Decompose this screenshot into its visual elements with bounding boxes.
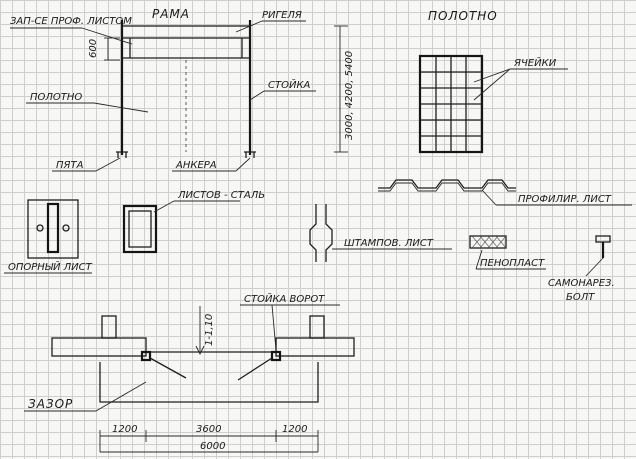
stamped-sheet: ШТАМПОВ. ЛИСТ — [309, 204, 452, 262]
frame-post-label: СТОЙКА — [268, 78, 311, 91]
support-plate-bolt — [36, 224, 44, 232]
frame-dim-top: 600 — [88, 39, 99, 58]
frame-left-foot — [116, 151, 128, 158]
steel-sheet-outer — [122, 204, 158, 254]
panel-cells — [420, 56, 482, 152]
frame-riegel-label: РИГЕЛЯ — [262, 10, 302, 21]
frame-heel-label: ПЯТА — [56, 160, 84, 171]
support-plate-bolt — [62, 224, 70, 232]
plan-center-arrowhead — [195, 345, 205, 356]
frame-right-foot — [244, 151, 256, 158]
frame-top-riegel — [121, 25, 251, 39]
leader-line — [93, 102, 149, 113]
leader-line — [271, 304, 277, 351]
plan-right-wall — [275, 337, 355, 357]
profiled-sheet-label: ПРОФИЛИР. ЛИСТ — [518, 194, 612, 205]
foam-hatch — [471, 235, 507, 249]
plan-apron — [99, 362, 319, 403]
self-tapping-bolt: САМОНАРЕЗ. БОЛТ — [548, 235, 615, 303]
leader-line — [475, 249, 483, 270]
plan-left-column — [101, 315, 117, 339]
steel-sheet-frame: ЛИСТОВ - СТАЛЬ — [122, 190, 265, 254]
stamped-sheet-left — [309, 204, 317, 262]
profiled-sheet-section — [378, 179, 516, 189]
leader-line — [235, 20, 263, 33]
leader-line — [235, 157, 251, 172]
steel-sheet-label: ЛИСТОВ - СТАЛЬ — [177, 190, 265, 201]
panel-grid: ПОЛОТНО ЯЧЕЙКИ — [418, 9, 568, 154]
leader-line — [153, 200, 175, 213]
plan-gate-post-label: СТОЙКА ВОРОТ — [244, 292, 325, 305]
leader-line — [473, 68, 511, 101]
plan-dim-total: 6000 — [200, 441, 225, 452]
leader-line — [95, 381, 147, 412]
foam-sample: ПЕНОПЛАСТ — [469, 235, 546, 270]
leader-line — [481, 189, 497, 206]
frame-canvas-label: ПОЛОТНО — [30, 92, 82, 103]
leader-line — [473, 68, 511, 83]
panel-cells-label: ЯЧЕЙКИ — [513, 56, 557, 69]
leader-line — [249, 90, 265, 101]
profiled-sheet: ПРОФИЛИР. ЛИСТ — [378, 179, 632, 206]
support-plate-label: ОПОРНЫЙ ЛИСТ — [8, 260, 93, 273]
stamped-sheet-right — [325, 204, 333, 262]
bolt-label-line2: БОЛТ — [566, 292, 595, 303]
frame-infill-label: ЗАП-СЕ ПРОФ. ЛИСТОМ — [10, 16, 132, 27]
foam-block — [469, 235, 507, 249]
plan-leaf-left — [149, 357, 187, 379]
plan-view: 1-1,10 СТОЙКА ВОРОТ ЗАЗОР 1200 3600 1200… — [24, 292, 355, 453]
plan-cl-label: 1-1,10 — [204, 314, 215, 346]
bolt-head — [595, 235, 611, 243]
leader-line — [81, 27, 133, 45]
plan-leaf-right — [237, 357, 273, 381]
support-plate: ОПОРНЫЙ ЛИСТ — [4, 199, 93, 274]
plan-gate-post-left — [140, 350, 152, 362]
plan-dim-right: 1200 — [282, 424, 307, 435]
panel-title: ПОЛОТНО — [428, 9, 498, 23]
leader-line — [585, 257, 604, 277]
frame-elevation: 600 3000, 4200, 5400 РАМА ЗАП-СЕ ПРОФ. Л… — [10, 7, 355, 172]
plan-dim-center: 3600 — [196, 424, 221, 435]
frame-anchors-label: АНКЕРА — [175, 160, 217, 171]
frame-dim-height: 3000, 4200, 5400 — [344, 51, 355, 140]
leader-line — [95, 157, 121, 172]
support-plate-outline — [27, 199, 79, 259]
frame-title: РАМА — [152, 7, 190, 21]
plan-gate-post-right — [270, 350, 282, 362]
plan-clearance-label: ЗАЗОР — [28, 397, 73, 411]
support-plate-stem — [46, 202, 60, 254]
plan-dim-left: 1200 — [112, 424, 137, 435]
plan-right-column — [309, 315, 325, 339]
plan-left-wall — [51, 337, 147, 357]
stamped-sheet-label: ШТАМПОВ. ЛИСТ — [344, 238, 434, 249]
profiled-sheet-section-inner — [378, 182, 516, 192]
steel-sheet-inner — [128, 210, 152, 248]
bolt-label-line1: САМОНАРЕЗ. — [548, 278, 615, 289]
foam-label: ПЕНОПЛАСТ — [480, 258, 545, 269]
